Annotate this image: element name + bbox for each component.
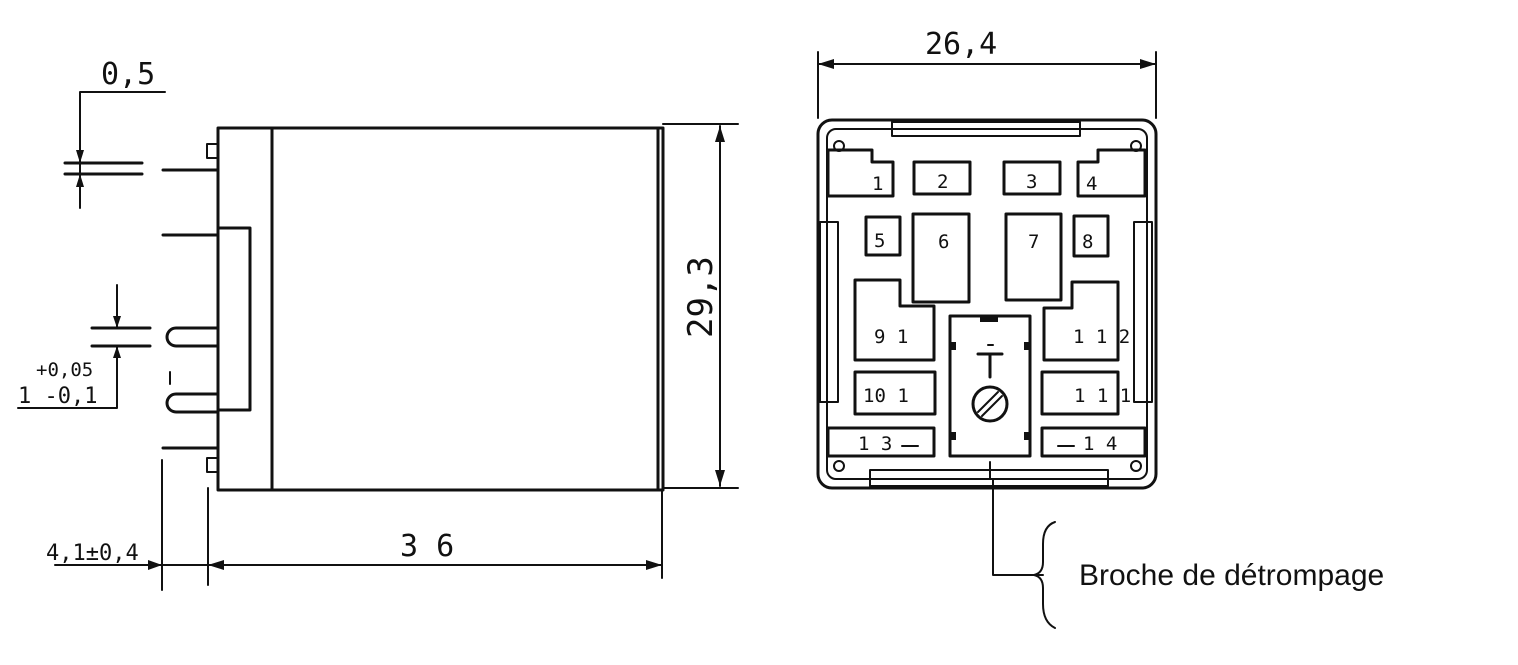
- dim-height-label: 29,3: [681, 256, 721, 338]
- dim-height-arrow-top: [715, 126, 725, 142]
- dim-offset-arrow: [148, 560, 162, 570]
- terminal-5: [864, 215, 902, 257]
- caption-brace: [1033, 521, 1056, 629]
- dim-width-label: 26,4: [925, 27, 997, 62]
- terminal-1-1-2-label: 1 1 2: [1073, 326, 1130, 348]
- terminal-13-label: 1 3: [858, 433, 892, 455]
- terminal-1-1-1: [1040, 370, 1120, 416]
- side-view: 0,5 +0,05 1 -0,1 29,3 3 6 4,1±0,4: [17, 57, 739, 591]
- terminal-9-1: [853, 278, 936, 362]
- corner-hole-bl: [833, 460, 845, 472]
- key-block-tab-top: [980, 316, 998, 322]
- dim-thickness-label: 0,5: [101, 57, 155, 92]
- terminal-8: [1072, 214, 1110, 258]
- screw-slot-a: [977, 391, 999, 413]
- dim-thickness-leader: [79, 91, 166, 209]
- dim-pinwidth-leader-bottom: [17, 345, 118, 409]
- terminal-3-label: 3: [1026, 171, 1037, 193]
- socket-inner: [826, 128, 1148, 480]
- dim-pin-width-label: 1 -0,1: [18, 384, 97, 409]
- terminal-7: [1004, 212, 1063, 302]
- dim-pin-tol-upper-label: +0,05: [36, 359, 93, 381]
- terminal-1-label: 1: [872, 173, 883, 195]
- pin-round-lower: [165, 392, 220, 414]
- top-lug: [206, 143, 219, 159]
- terminal-10-1-label: 10 1: [863, 385, 909, 407]
- dim-width-arrow-right: [1140, 59, 1156, 69]
- bottom-lug: [206, 457, 219, 473]
- key-block-tab-l2: [950, 432, 956, 440]
- polarising-pin-caption: Broche de détrompage: [1079, 559, 1384, 592]
- terminal-4-label: 4: [1086, 173, 1097, 195]
- dim-pinwidth-arrow-top: [113, 316, 121, 328]
- dim-thickness-arrow-bottom: [76, 174, 84, 187]
- top-slot: [891, 121, 1081, 137]
- terminal-6: [911, 212, 971, 304]
- key-block-tab-r1: [1024, 342, 1030, 350]
- key-block-tab-r2: [1024, 432, 1030, 440]
- key-block-tab-l1: [950, 342, 956, 350]
- terminal-9-1-label: 9 1: [874, 326, 908, 348]
- terminal-14-label: 1 4: [1083, 433, 1117, 455]
- socket-outline: [816, 118, 1158, 490]
- dim-pin-offset-label: 4,1±0,4: [46, 541, 139, 566]
- terminal-7-label: 7: [1028, 231, 1039, 253]
- terminal-8-label: 8: [1082, 231, 1093, 253]
- corner-hole-br: [1130, 460, 1142, 472]
- terminal-2-label: 2: [937, 171, 948, 193]
- right-rail: [1133, 221, 1153, 403]
- dim-length-arrow-left: [208, 560, 224, 570]
- left-rail: [819, 221, 839, 403]
- dim-length-label: 3 6: [400, 529, 454, 564]
- dim-thickness-arrow-top: [76, 150, 84, 163]
- terminal-5-label: 5: [874, 230, 885, 252]
- bottom-view: 26,4 1 2 3 4 5 6 7 8 9 1 1 1 2: [816, 27, 1384, 629]
- key-pin-leader: [992, 479, 1044, 576]
- terminal-1-1-1-label: 1 1 1: [1074, 385, 1131, 407]
- screw-icon: [971, 385, 1009, 423]
- screw-slot-b: [981, 395, 1003, 417]
- terminal-14: [1040, 426, 1147, 458]
- terminal-4: [1076, 148, 1147, 198]
- terminal-2: [912, 160, 972, 196]
- dim-height-arrow-bottom: [715, 470, 725, 486]
- terminal-3: [1002, 160, 1062, 196]
- terminal-1-1-2: [1042, 280, 1120, 362]
- base-plate: [216, 226, 252, 412]
- dim-length-arrow-right: [646, 560, 662, 570]
- terminal-6-label: 6: [938, 231, 949, 253]
- relay-body-outline: [216, 126, 665, 492]
- terminal-1: [826, 148, 895, 198]
- pin-round-upper: [165, 326, 220, 348]
- terminal-10-1: [853, 370, 937, 416]
- terminal-13: [826, 426, 936, 458]
- dim-pinwidth-arrow-bottom: [113, 346, 121, 358]
- dim-width-arrow-left: [818, 59, 834, 69]
